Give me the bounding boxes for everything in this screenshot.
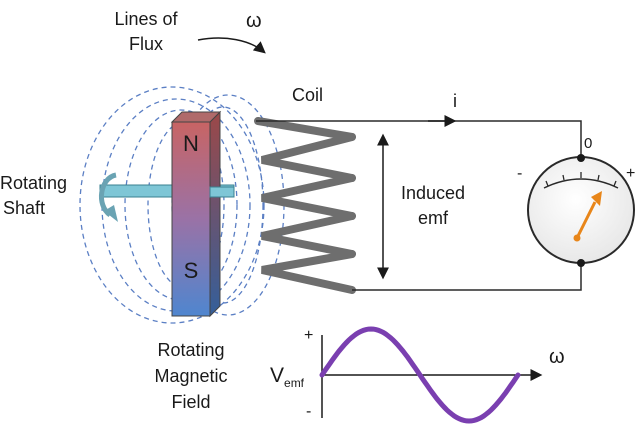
meter-needle-tip <box>591 191 602 206</box>
magnet-front-face <box>171 121 211 317</box>
meter-terminal-bottom <box>577 259 585 267</box>
waveform-minus-label: - <box>306 403 311 420</box>
meter-zero-label: 0 <box>584 135 592 152</box>
emf-label-line1: Induced <box>401 183 465 203</box>
coil-turn-2 <box>261 133 356 182</box>
field-label-line3: Field <box>171 392 210 412</box>
coil-label: Coil <box>292 85 323 105</box>
circuit-wires <box>256 120 582 291</box>
field-label-line1: Rotating <box>157 340 224 360</box>
rotation-arrowhead-shaft <box>104 205 118 222</box>
field-label-line2: Magnetic <box>154 366 227 386</box>
shaft-label-line2: Shaft <box>3 198 45 218</box>
omega-label-top: ω <box>246 10 262 32</box>
shaft-label-line1: Rotating <box>0 173 67 193</box>
galvanometer <box>527 154 635 267</box>
shaft-front-segment <box>209 186 235 198</box>
flux-loop-outer <box>79 86 265 324</box>
bar-magnet: N S <box>170 110 222 318</box>
meter-tick <box>562 174 565 181</box>
emf-label-line2: emf <box>418 208 449 228</box>
meter-scale-arc <box>543 178 619 189</box>
meter-tick <box>545 180 549 187</box>
meter-needle <box>575 201 597 239</box>
current-label: i <box>453 91 457 111</box>
south-pole-label: S <box>184 258 199 283</box>
meter-plus-label: + <box>626 165 635 182</box>
emf-waveform-plot <box>319 326 543 424</box>
coil-turn-1 <box>254 117 356 141</box>
flux-label-line1: Lines of <box>114 9 178 29</box>
vemf-main: V <box>270 364 284 387</box>
north-pole-label: N <box>183 131 199 156</box>
flux-loop-3 <box>101 98 251 312</box>
coil-turn-5 <box>261 250 356 294</box>
rotation-arrow-top <box>197 37 266 54</box>
magnet-side-face <box>209 110 221 318</box>
coil-turn-3 <box>261 174 356 220</box>
flux-label-line2: Flux <box>129 34 163 54</box>
wire-bottom <box>352 263 582 291</box>
meter-tick <box>613 180 617 187</box>
meter-ticks <box>545 172 617 187</box>
wire-top <box>256 120 582 158</box>
meter-minus-label: - <box>517 165 522 182</box>
meter-pivot <box>573 234 581 242</box>
omega-axis-label: ω <box>549 346 565 368</box>
meter-tick <box>597 174 600 181</box>
sine-wave <box>319 326 521 424</box>
waveform-plus-label: + <box>304 327 313 344</box>
text-labels: Lines of Flux ω Coil i 0 - + Rotating Sh… <box>0 9 635 420</box>
coil-turn-4 <box>261 212 356 258</box>
coil <box>254 117 356 294</box>
vemf-subscript: emf <box>284 376 305 390</box>
meter-terminal-top <box>577 154 585 162</box>
vemf-label: Vemf <box>270 364 305 390</box>
